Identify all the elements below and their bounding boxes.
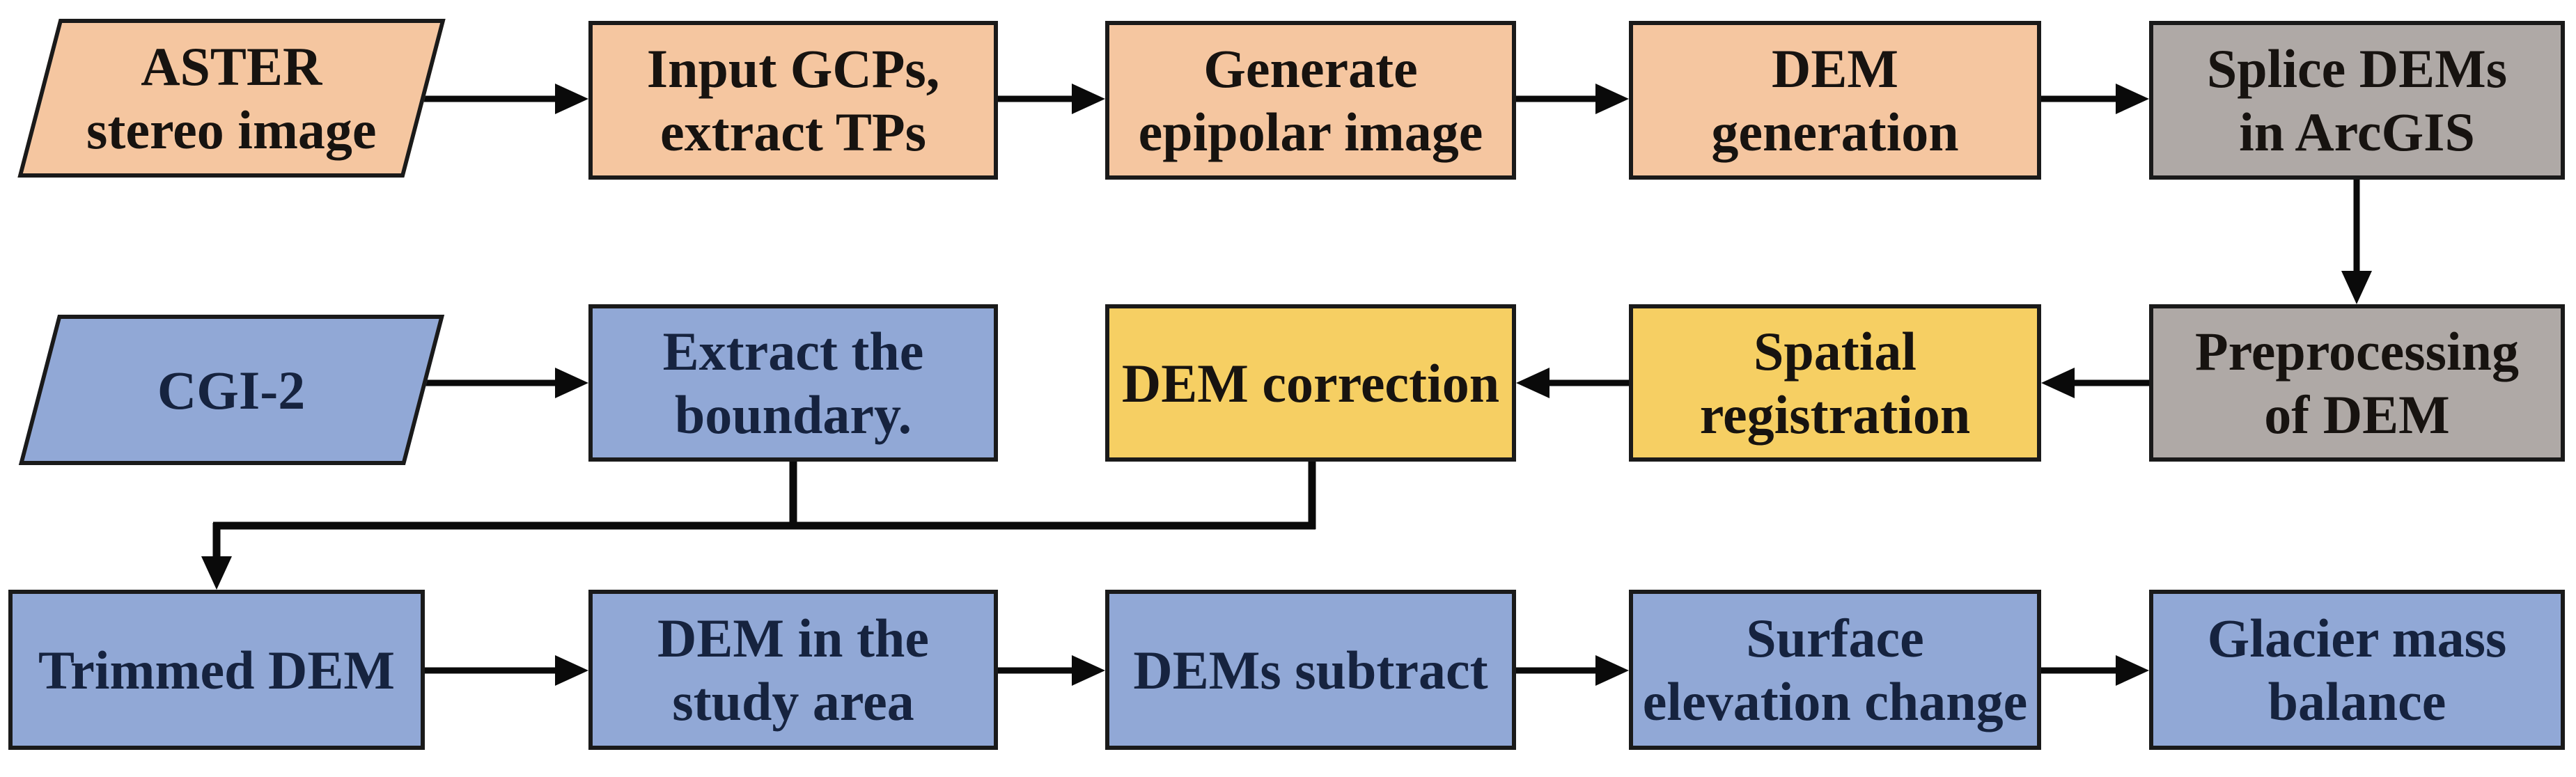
node-preprocessing-of-dem: Preprocessing of DEM	[2149, 304, 2565, 462]
arrow-aster-to-gcps	[423, 84, 588, 114]
node-label: ASTER stereo image	[86, 36, 377, 160]
node-aster-stereo-image: ASTER stereo image	[17, 19, 446, 178]
node-label: Glacier mass balance	[2207, 608, 2507, 732]
node-extract-the-boundary: Extract the boundary.	[588, 304, 998, 462]
node-label: CGI-2	[157, 359, 306, 421]
node-label: Extract the boundary.	[662, 321, 924, 445]
arrow-gcps-to-epipolar	[998, 84, 1105, 114]
node-label: DEM correction	[1121, 352, 1500, 414]
node-glacier-mass-balance: Glacier mass balance	[2149, 590, 2565, 750]
node-trimmed-dem: Trimmed DEM	[8, 590, 425, 750]
arrow-preproc-to-spatial	[2041, 368, 2149, 398]
node-label: Trimmed DEM	[38, 639, 395, 700]
arrow-surface-to-glacier	[2041, 655, 2149, 686]
node-spatial-registration: Spatial registration	[1629, 304, 2041, 462]
arrow-demsub-to-surface	[1516, 655, 1629, 686]
node-label: Spatial registration	[1699, 321, 1971, 445]
arrow-trimmed-to-demstudy	[425, 655, 588, 686]
arrow-epipolar-to-demgen	[1516, 84, 1629, 114]
arrow-demstudy-to-demsub	[998, 655, 1105, 686]
connector-extract-demcorr-to-trimmed	[201, 460, 1316, 590]
node-label: Surface elevation change	[1642, 608, 2028, 732]
node-dems-subtract: DEMs subtract	[1105, 590, 1516, 750]
arrow-demgen-to-splice	[2041, 84, 2149, 114]
node-label: Preprocessing of DEM	[2194, 321, 2520, 445]
arrow-cgi2-to-extract	[425, 368, 588, 398]
node-label: DEM generation	[1711, 38, 1959, 162]
node-cgi-2: CGI-2	[18, 315, 445, 465]
arrow-splice-to-preproc	[2341, 178, 2372, 304]
node-label: DEM in the study area	[657, 608, 929, 732]
node-label: Input GCPs, extract TPs	[646, 38, 940, 162]
node-label: Generate epipolar image	[1138, 38, 1483, 162]
node-dem-correction: DEM correction	[1105, 304, 1516, 462]
node-surface-elevation-change: Surface elevation change	[1629, 590, 2041, 750]
node-label: DEMs subtract	[1133, 639, 1488, 700]
node-label: Splice DEMs in ArcGIS	[2206, 38, 2508, 162]
node-dem-generation: DEM generation	[1629, 21, 2041, 180]
arrow-spatial-to-demcorr	[1516, 368, 1629, 398]
node-splice-dems-in-arcgis: Splice DEMs in ArcGIS	[2149, 21, 2565, 180]
node-dem-in-the-study-area: DEM in the study area	[588, 590, 998, 750]
node-generate-epipolar-image: Generate epipolar image	[1105, 21, 1516, 180]
node-input-gcps-extract-tps: Input GCPs, extract TPs	[588, 21, 998, 180]
